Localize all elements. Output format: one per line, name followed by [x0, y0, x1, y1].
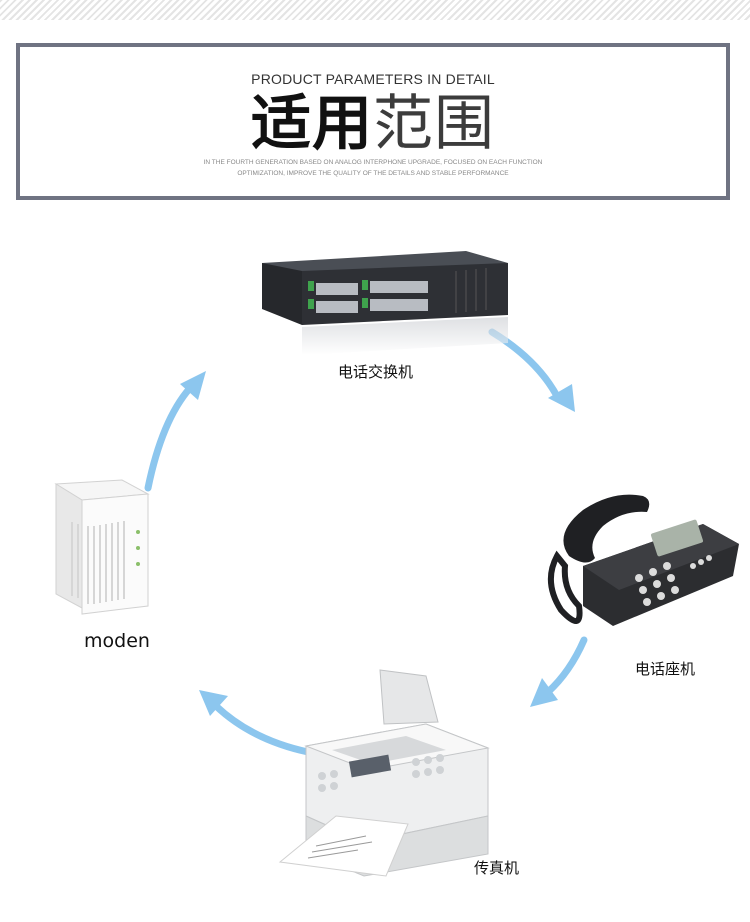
arrowhead-modem — [199, 690, 228, 716]
arrow-modem-to-switch — [144, 384, 194, 492]
rack-switch-icon — [262, 251, 508, 355]
header-desc-line-1: IN THE FOURTH GENERATION BASED ON ANALOG… — [203, 159, 543, 166]
device-fax — [276, 666, 494, 878]
device-switch — [256, 243, 512, 358]
desk-phone-icon — [548, 494, 739, 626]
label-fax: 传真机 — [474, 859, 520, 877]
device-phone — [543, 486, 739, 642]
header-frame: PRODUCT PARAMETERS IN DETAIL 适用范围 IN THE… — [16, 43, 730, 200]
arrow-phone-to-fax — [544, 636, 588, 696]
fax-machine-icon — [278, 669, 490, 877]
top-stripe-band — [0, 0, 750, 20]
label-modem: moden — [84, 630, 150, 652]
arrowhead-fax — [530, 678, 558, 707]
device-modem — [52, 476, 152, 616]
arrowhead-phone — [548, 384, 575, 412]
header-desc-line-2: OPTIMIZATION, IMPROVE THE QUALITY OF THE… — [237, 170, 509, 177]
header-subtitle: PRODUCT PARAMETERS IN DETAIL — [251, 71, 495, 87]
arrowhead-switch — [180, 371, 206, 400]
label-switch: 电话交换机 — [338, 363, 414, 381]
title-bold-part: 适用 — [251, 89, 373, 159]
modem-icon — [54, 479, 150, 615]
title-light-part: 范围 — [373, 89, 495, 159]
header-description: IN THE FOURTH GENERATION BASED ON ANALOG… — [20, 157, 726, 179]
label-phone: 电话座机 — [635, 660, 696, 678]
page-title: 适用范围 — [20, 91, 726, 157]
